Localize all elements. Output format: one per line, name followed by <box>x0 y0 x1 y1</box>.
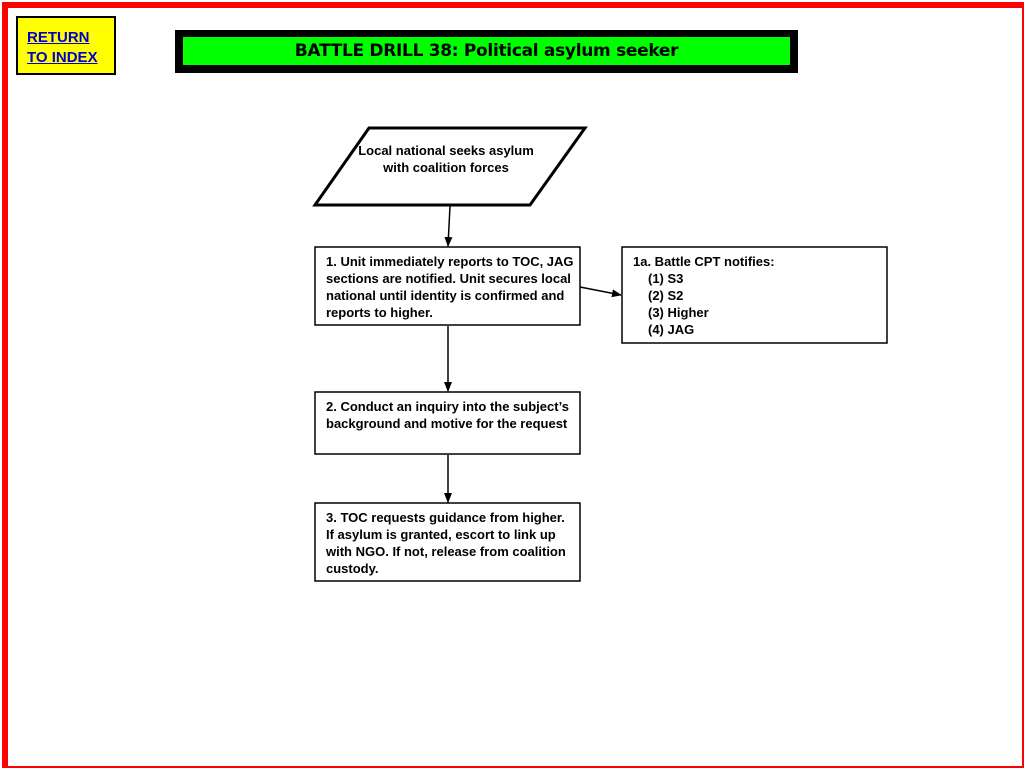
start-parallelogram <box>312 126 588 207</box>
return-button-line2: TO INDEX <box>27 49 98 66</box>
notify-item-s2: (2) S2 <box>648 288 684 303</box>
step1a-box <box>621 246 888 344</box>
notify-item-jag: (4) JAG <box>648 322 695 337</box>
step1a-text: 1a. Battle CPT notifies: (1) S3 (2) S2 (… <box>633 253 873 338</box>
start-node-text: Local national seeks asylum with coaliti… <box>358 143 534 175</box>
return-button-line1: RETURN <box>27 29 90 46</box>
step2-text: 2. Conduct an inquiry into the subject’s… <box>326 399 569 431</box>
step1a-heading: 1a. Battle CPT notifies: <box>633 254 775 269</box>
arrow-step1-to-step1a <box>579 286 622 298</box>
step1-box <box>314 246 581 326</box>
page-title: BATTLE DRILL 38: Political asylum seeker <box>183 37 790 65</box>
title-banner: BATTLE DRILL 38: Political asylum seeker <box>175 30 798 73</box>
notify-item-higher: (3) Higher <box>648 305 709 320</box>
step3-box <box>314 502 581 582</box>
step1-text: 1. Unit immediately reports to TOC, JAG … <box>326 254 574 320</box>
return-to-index-button[interactable]: RETURN TO INDEX <box>16 16 116 75</box>
arrow-start-to-step1 <box>444 205 453 247</box>
step3-text: 3. TOC requests guidance from higher. If… <box>326 510 566 576</box>
notify-item-s3: (1) S3 <box>648 271 684 286</box>
step2-box <box>314 391 581 455</box>
